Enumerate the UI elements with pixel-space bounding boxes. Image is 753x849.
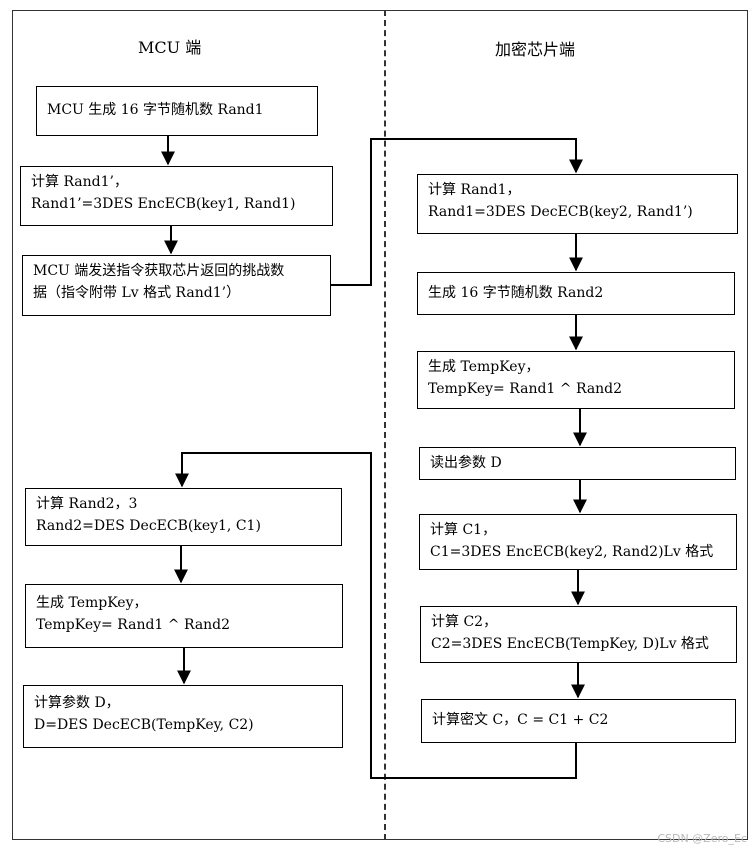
chip-step-calc-c1: 计算 C1， C1=3DES EncECB(key2, Rand2)Lv 格式: [419, 514, 737, 570]
chip-step-calc-c1-line2: C1=3DES EncECB(key2, Rand2)Lv 格式: [430, 544, 714, 560]
chip-step-calc-c1-line1: 计算 C1，: [430, 522, 497, 538]
mcu-step-calc-d-line1: 计算参数 D，: [34, 695, 120, 711]
chip-step-read-d-line1: 读出参数 D: [430, 455, 502, 471]
flow-mcu-to-chip: [331, 138, 583, 286]
mcu-step-calc-rand1p: 计算 Rand1’， Rand1’=3DES EncECB(key1, Rand…: [20, 166, 333, 226]
watermark: CSDN @Zero_Ec: [657, 832, 747, 845]
chip-step-generate-tempkey: 生成 TempKey， TempKey= Rand1 ^ Rand2: [417, 351, 735, 409]
chip-step-read-d: 读出参数 D: [419, 447, 736, 480]
chip-step-calc-c2-line2: C2=3DES EncECB(TempKey, D)Lv 格式: [431, 636, 709, 652]
mcu-step-generate-tempkey: 生成 TempKey， TempKey= Rand1 ^ Rand2: [25, 584, 343, 648]
mcu-step-calc-rand2: 计算 Rand2，3 Rand2=DES DecECB(key1, C1): [25, 488, 342, 546]
chip-step-calc-rand1-line2: Rand1=3DES DecECB(key2, Rand1’): [428, 204, 693, 220]
mcu-step-calc-rand1p-line1: 计算 Rand1’，: [31, 174, 128, 190]
chip-step-generate-rand2-line1: 生成 16 字节随机数 Rand2: [428, 285, 604, 301]
mcu-step-send-command-line2: 据（指令附带 Lv 格式 Rand1’）: [33, 285, 241, 301]
mcu-step-send-command: MCU 端发送指令获取芯片返回的挑战数 据（指令附带 Lv 格式 Rand1’）: [22, 255, 331, 316]
mcu-step-calc-rand2-line2: Rand2=DES DecECB(key1, C1): [36, 518, 261, 534]
chip-step-generate-tempkey-line2: TempKey= Rand1 ^ Rand2: [428, 381, 623, 397]
mcu-step-send-command-line1: MCU 端发送指令获取芯片返回的挑战数: [33, 263, 285, 279]
mcu-step-generate-tempkey-line1: 生成 TempKey，: [36, 595, 148, 611]
outer-frame: [12, 10, 748, 840]
mcu-column-title: MCU 端: [138, 38, 202, 57]
mcu-step-calc-d: 计算参数 D， D=DES DecECB(TempKey, C2): [23, 685, 343, 748]
chip-column-title: 加密芯片端: [495, 40, 576, 59]
mcu-step-generate-rand1: MCU 生成 16 字节随机数 Rand1: [36, 86, 318, 136]
chip-step-calc-rand1: 计算 Rand1， Rand1=3DES DecECB(key2, Rand1’…: [417, 174, 738, 234]
column-divider: [384, 10, 386, 840]
flow-chip-to-mcu: [175, 452, 577, 779]
chip-step-calc-rand1-line1: 计算 Rand1，: [428, 182, 521, 198]
chip-step-generate-rand2: 生成 16 字节随机数 Rand2: [417, 272, 735, 315]
chip-step-calc-c2-line1: 计算 C2，: [431, 614, 498, 630]
mcu-step-calc-d-line2: D=DES DecECB(TempKey, C2): [34, 717, 254, 733]
chip-step-calc-c: 计算密文 C，C = C1 + C2: [421, 699, 736, 743]
chip-step-calc-c-line1: 计算密文 C，C = C1 + C2: [432, 712, 609, 728]
mcu-step-generate-tempkey-line2: TempKey= Rand1 ^ Rand2: [36, 617, 231, 633]
mcu-step-calc-rand1p-line2: Rand1’=3DES EncECB(key1, Rand1): [31, 196, 296, 212]
mcu-step-calc-rand2-line1: 计算 Rand2，3: [36, 496, 138, 512]
chip-step-calc-c2: 计算 C2， C2=3DES EncECB(TempKey, D)Lv 格式: [420, 606, 737, 663]
chip-step-generate-tempkey-line1: 生成 TempKey，: [428, 359, 540, 375]
mcu-step-generate-rand1-line1: MCU 生成 16 字节随机数 Rand1: [47, 102, 264, 118]
